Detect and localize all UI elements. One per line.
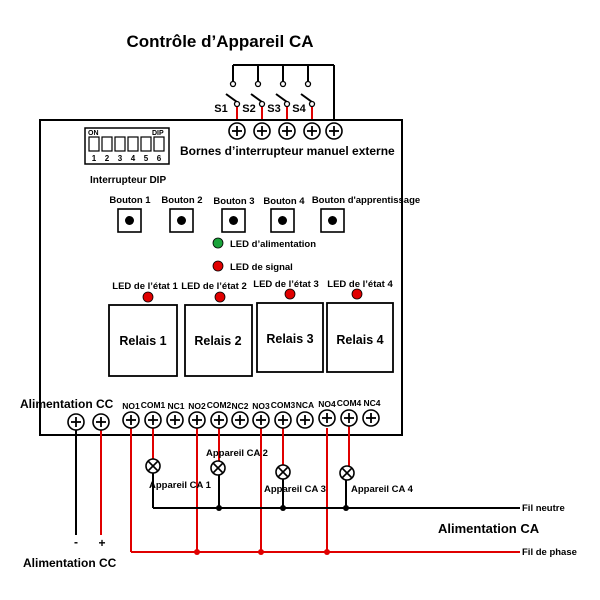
load-label-1: Appareil CA 1 bbox=[149, 480, 212, 491]
dip-on-label: ON bbox=[88, 130, 99, 137]
neutral-wiring bbox=[152, 473, 520, 511]
power-led bbox=[212, 237, 224, 249]
load-label-4: Appareil CA 4 bbox=[351, 484, 414, 495]
switch-s1 bbox=[225, 65, 241, 124]
status-led-label-2: LED de l’état 2 bbox=[181, 281, 246, 292]
signal-led bbox=[212, 260, 224, 272]
button-1[interactable] bbox=[117, 208, 142, 233]
switch-s4 bbox=[300, 65, 316, 124]
dip-number: 1 bbox=[92, 154, 97, 163]
switch-label-s3: S3 bbox=[267, 103, 280, 115]
status-led-label-1: LED de l’état 1 bbox=[112, 281, 178, 292]
switch-label-s4: S4 bbox=[292, 103, 306, 115]
terminal-label: NC4 bbox=[363, 398, 380, 408]
phase-wire-label: Fil de phase bbox=[522, 547, 577, 558]
button-label-4: Bouton 4 bbox=[263, 196, 305, 207]
dip-number: 2 bbox=[105, 154, 110, 163]
terminal-label: NO1 bbox=[122, 401, 140, 411]
relay-label-4: Relais 4 bbox=[336, 333, 383, 347]
ac-power-label: Alimentation CA bbox=[438, 521, 540, 536]
lamp-icon bbox=[210, 460, 226, 476]
button-label-1: Bouton 1 bbox=[109, 195, 151, 206]
ac-loads: Appareil CA 1 Appareil CA 2 Appareil CA … bbox=[145, 448, 414, 495]
status-led-label-4: LED de l’état 4 bbox=[327, 279, 393, 290]
terminal-label: NC1 bbox=[167, 401, 184, 411]
relays: Relais 1 Relais 2 Relais 3 Relais 4 bbox=[108, 302, 394, 377]
relay-label-3: Relais 3 bbox=[266, 332, 313, 346]
dip-switch: ON DIP 1 2 3 4 5 6 bbox=[84, 127, 170, 165]
terminal-label: COM1 bbox=[141, 400, 166, 410]
lamp-icon bbox=[339, 465, 355, 481]
output-terminal-labels: NO1 COM1 NC1 NO2 COM2 NC2 NO3 COM3 NCA N… bbox=[122, 398, 381, 411]
dip-number: 3 bbox=[118, 154, 123, 163]
dip-number: 5 bbox=[144, 154, 149, 163]
status-led-2 bbox=[214, 291, 226, 303]
load-label-3: Appareil CA 3 bbox=[264, 484, 326, 495]
relay-label-2: Relais 2 bbox=[194, 334, 241, 348]
switch-s2 bbox=[250, 65, 266, 124]
dc-minus-label: - bbox=[74, 535, 78, 549]
status-leds: LED de l’état 1 LED de l’état 2 LED de l… bbox=[112, 279, 393, 303]
switch-label-s1: S1 bbox=[214, 103, 227, 115]
status-led-4 bbox=[351, 288, 363, 300]
lamp-icon bbox=[145, 458, 161, 474]
relay-3 bbox=[256, 302, 324, 373]
dc-plus-label: + bbox=[98, 536, 105, 550]
terminal-label: NO4 bbox=[318, 399, 336, 409]
dip-number: 6 bbox=[157, 154, 162, 163]
phase-wiring bbox=[130, 428, 520, 555]
diagram-title: Contrôle d’Appareil CA bbox=[126, 32, 313, 51]
button-label-3: Bouton 3 bbox=[213, 196, 254, 207]
terminal-label: NC2 bbox=[231, 401, 248, 411]
manual-terminals-label: Bornes d’interrupteur manuel externe bbox=[180, 144, 395, 158]
dip-caption: Interrupteur DIP bbox=[90, 175, 166, 186]
terminal-label: COM3 bbox=[271, 400, 296, 410]
status-led-label-3: LED de l’état 3 bbox=[253, 279, 318, 290]
button-3[interactable] bbox=[221, 208, 246, 233]
relay-4 bbox=[326, 302, 394, 373]
terminal-label: NCA bbox=[296, 400, 314, 410]
dc-power-top-label: Alimentation CC bbox=[20, 397, 114, 411]
lamp-icon bbox=[275, 464, 291, 480]
switch-label-s2: S2 bbox=[242, 103, 255, 115]
load-wiring bbox=[152, 426, 350, 466]
status-led-3 bbox=[284, 288, 296, 300]
terminal-label: COM2 bbox=[207, 400, 232, 410]
neutral-wire-label: Fil neutre bbox=[522, 503, 565, 514]
relay-label-1: Relais 1 bbox=[119, 334, 166, 348]
switch-s3 bbox=[275, 65, 291, 124]
button-learn[interactable] bbox=[320, 208, 345, 233]
relay-2 bbox=[184, 304, 253, 377]
terminal-label: NO2 bbox=[188, 401, 206, 411]
signal-led-label: LED de signal bbox=[230, 262, 293, 273]
buttons: Bouton 1 Bouton 2 Bouton 3 Bouton 4 Bout… bbox=[109, 195, 420, 233]
relay-1 bbox=[108, 304, 178, 377]
load-label-2: Appareil CA 2 bbox=[206, 448, 268, 459]
button-label-learn: Bouton d'apprentissage bbox=[312, 195, 420, 206]
button-label-2: Bouton 2 bbox=[161, 195, 202, 206]
button-2[interactable] bbox=[169, 208, 194, 233]
status-led-1 bbox=[142, 291, 154, 303]
dip-number: 4 bbox=[131, 154, 136, 163]
terminal-label: NO3 bbox=[252, 401, 270, 411]
terminal-label: COM4 bbox=[337, 398, 362, 408]
controller-board bbox=[39, 119, 403, 436]
power-led-label: LED d’alimentation bbox=[230, 239, 316, 250]
dip-dip-label: DIP bbox=[152, 130, 164, 137]
button-4[interactable] bbox=[270, 208, 295, 233]
dc-power-bottom-label: Alimentation CC bbox=[23, 556, 117, 570]
